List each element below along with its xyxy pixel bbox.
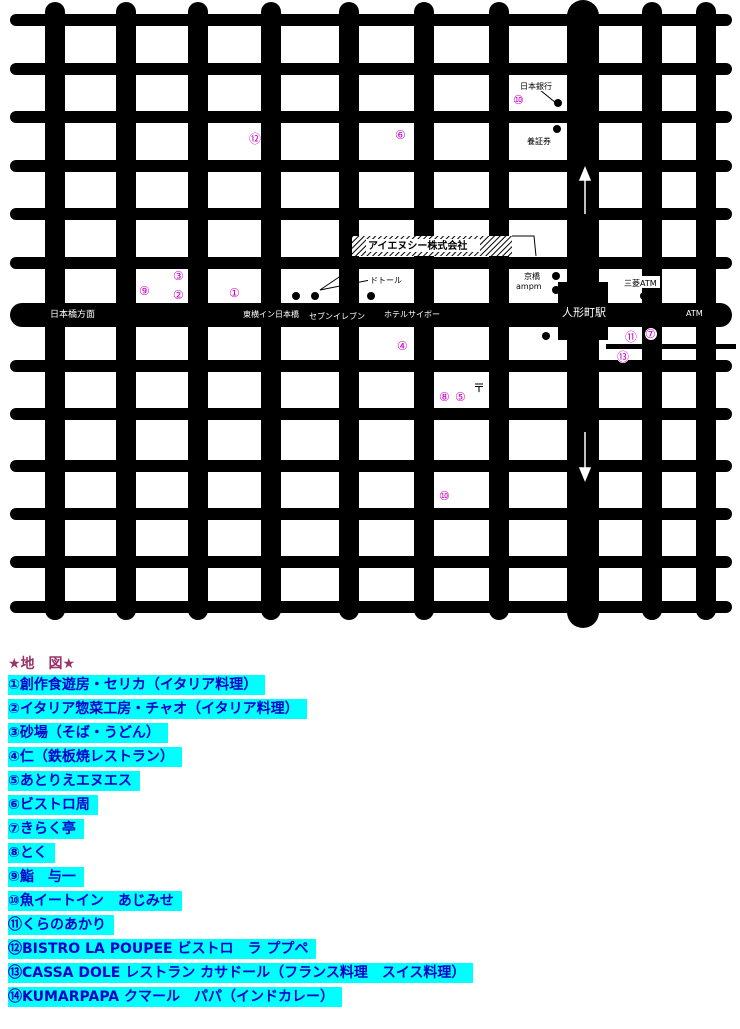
doutor-label: ドトール	[370, 276, 402, 285]
exit-a5-label: A5	[521, 304, 532, 313]
legend-item-label: ⑫BISTRO LA POUPEE ビストロ ラ ププペ	[8, 939, 317, 959]
direction-arrow-horizontal	[134, 311, 192, 319]
marker-10a: ⑩	[513, 93, 524, 107]
toyoko-inn-label: 東横イン日本橋	[243, 309, 299, 319]
station-block	[558, 282, 608, 340]
bank-of-japan-label: 日本銀行	[520, 81, 552, 91]
legend-item-label: ⑧とく	[8, 843, 56, 863]
legend-item-label: ⑨鮨 与一	[8, 867, 84, 887]
legend-title: ★地 図★	[8, 656, 76, 672]
legend-item: ⑩魚イートイン あじみせ	[8, 890, 473, 914]
seven-eleven-label: セブンイレブン	[309, 311, 365, 321]
svg-text:ampm: ampm	[516, 282, 542, 291]
legend: ★地 図★ ①創作食遊房・セリカ（イタリア料理） ②イタリア惣菜工房・チャオ（イタ…	[8, 654, 474, 1010]
legend-item: ⑥ビストロ周	[8, 794, 473, 818]
legend-item: ⑤あとりえエヌエス	[8, 770, 473, 794]
legend-item-label: ②イタリア惣菜工房・チャオ（イタリア料理）	[8, 699, 307, 719]
company-label: アイエヌシー株式会社	[368, 239, 467, 252]
marker-7: ⑦	[645, 327, 656, 341]
exit-a4-label: A4	[597, 288, 608, 297]
restaurant-markers: ① ② ③ ④ ⑤ ⑥ ⑦ ⑧ ⑨ ⑩ ⑩ ⑪ ⑫ ⑬	[139, 93, 657, 503]
legend-item: ⑦きらく亭	[8, 818, 473, 842]
legend-item-label: ⑤あとりえエヌエス	[8, 771, 140, 791]
legend-item: ⑨鮨 与一	[8, 866, 473, 890]
location-dots	[292, 99, 711, 340]
legend-item: ②イタリア惣菜工房・チャオ（イタリア料理）	[8, 698, 473, 722]
marker-1: ①	[229, 286, 240, 300]
legend-item: ⑭KUMARPAPA クマール パパ（インドカレー）	[8, 986, 473, 1010]
exit-a3-label: A3	[601, 319, 612, 328]
legend-item-label: ⑩魚イートイン あじみせ	[8, 891, 182, 911]
company-callout	[512, 235, 537, 257]
mitsubishi-atm-label: 三菱ATM	[624, 278, 657, 288]
main-street	[10, 303, 732, 327]
marker-12: ⑫	[249, 132, 261, 146]
securities-label: 養証券	[527, 136, 551, 146]
marker-2: ②	[173, 288, 184, 302]
legend-item: ①創作食遊房・セリカ（イタリア料理）	[8, 674, 473, 698]
direction-arrow-north	[578, 166, 592, 214]
legend-item: ③砂場（そば・うどん）	[8, 722, 473, 746]
nihonbashi-direction-label: 日本橋方面	[50, 308, 95, 320]
marker-5: ⑤	[455, 390, 466, 404]
legend-item: ⑧とく	[8, 842, 473, 866]
marker-11: ⑪	[625, 330, 637, 344]
side-street	[606, 344, 736, 349]
marker-9: ⑨	[139, 284, 150, 298]
legend-item-label: ④仁（鉄板焼レストラン）	[8, 747, 182, 767]
ningyocho-station-label: 人形町駅	[562, 306, 606, 319]
legend-item-label: ⑥ビストロ周	[8, 795, 98, 815]
legend-list: ①創作食遊房・セリカ（イタリア料理） ②イタリア惣菜工房・チャオ（イタリア料理） ③…	[8, 674, 474, 1010]
atm-label: ATM	[686, 309, 703, 318]
marker-13: ⑬	[617, 350, 629, 364]
marker-6: ⑥	[395, 128, 406, 142]
marker-3: ③	[173, 269, 184, 283]
keiyo-ampm-label: 京橋	[524, 271, 540, 281]
legend-item: ⑪くらのあかり	[8, 914, 473, 938]
legend-item: ④仁（鉄板焼レストラン）	[8, 746, 473, 770]
street-map: アイエヌシー株式会社 日本銀行 養証券 京橋 ampm 三菱ATM A4 A5 …	[10, 0, 736, 628]
legend-item-label: ③砂場（そば・うどん）	[8, 723, 168, 743]
legend-item: ⑫BISTRO LA POUPEE ビストロ ラ ププペ	[8, 938, 473, 962]
legend-item-label: ⑭KUMARPAPA クマール パパ（インドカレー）	[8, 987, 343, 1007]
marker-4: ④	[397, 339, 408, 353]
legend-item-label: ⑦きらく亭	[8, 819, 84, 839]
street-grid	[10, 0, 736, 628]
post-office-label: 〒	[473, 381, 485, 395]
marker-8: ⑧	[439, 390, 450, 404]
hotel-label: ホテルサイボー	[384, 310, 440, 319]
legend-item: ⑬CASSA DOLE レストラン カサドール（フランス料理 スイス料理）	[8, 962, 474, 986]
legend-item-label: ①創作食遊房・セリカ（イタリア料理）	[8, 675, 266, 695]
marker-10b: ⑩	[439, 489, 450, 503]
legend-item-label: ⑪くらのあかり	[8, 915, 114, 935]
legend-item-label: ⑬CASSA DOLE レストラン カサドール（フランス料理 スイス料理）	[8, 963, 474, 983]
direction-arrow-south	[578, 432, 592, 482]
